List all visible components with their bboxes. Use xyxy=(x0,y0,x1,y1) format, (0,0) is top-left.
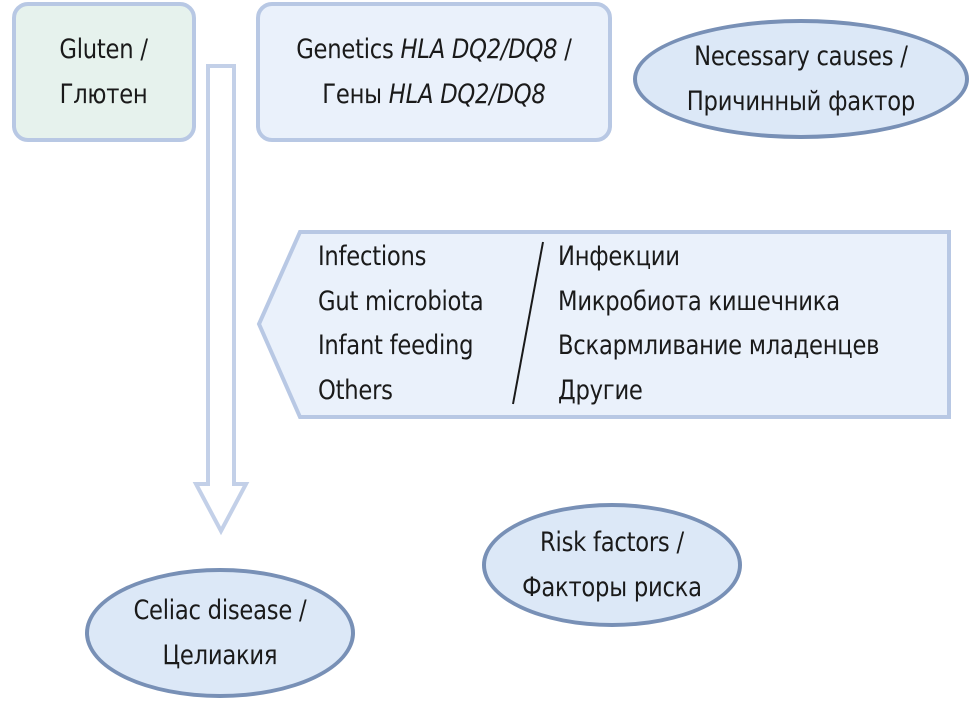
factor-ru-item: Инфекции xyxy=(558,241,680,272)
risk-factors-ellipse: Risk factors / Факторы риска xyxy=(482,503,742,627)
risk-factors-label-ru: Факторы риска xyxy=(522,572,702,603)
celiac-disease-ellipse: Celiac disease / Целиакия xyxy=(85,568,355,698)
gluten-label-en: Gluten / xyxy=(59,34,149,65)
risk-factors-label-en: Risk factors / xyxy=(540,527,684,558)
language-separator xyxy=(512,241,544,405)
celiac-disease-label-en: Celiac disease / xyxy=(133,595,307,626)
genetics-label-en: Genetics HLA DQ2/DQ8 / xyxy=(296,34,572,65)
risk-factors-arrow-box xyxy=(256,230,951,419)
factor-ru-item: Другие xyxy=(558,374,643,406)
risk-factors-list-ru: Инфекции Микробиота кишечника Вскармлива… xyxy=(558,235,880,413)
celiac-disease-label-ru: Целиакия xyxy=(162,640,278,671)
factor-en-item: Others xyxy=(318,374,393,406)
factor-ru-item: Микробиота кишечника xyxy=(558,285,840,317)
factor-ru-item: Вскармливание младенцев xyxy=(558,330,880,361)
down-arrow xyxy=(192,64,250,536)
genetics-label-ru: Гены HLA DQ2/DQ8 xyxy=(322,79,546,110)
necessary-causes-label-ru: Причинный фактор xyxy=(686,86,916,117)
risk-factors-list-en: Infections Gut microbiota Infant feeding… xyxy=(318,235,484,413)
factor-en-item: Infant feeding xyxy=(318,330,474,361)
factor-en-item: Gut microbiota xyxy=(318,285,484,317)
necessary-causes-label-en: Necessary causes / xyxy=(694,41,908,72)
necessary-causes-ellipse: Necessary causes / Причинный фактор xyxy=(633,19,969,139)
genetics-box: Genetics HLA DQ2/DQ8 / Гены HLA DQ2/DQ8 xyxy=(256,2,612,142)
factor-en-item: Infections xyxy=(318,241,427,272)
gluten-label-ru: Глютен xyxy=(60,79,148,110)
gluten-box: Gluten / Глютен xyxy=(12,2,196,142)
